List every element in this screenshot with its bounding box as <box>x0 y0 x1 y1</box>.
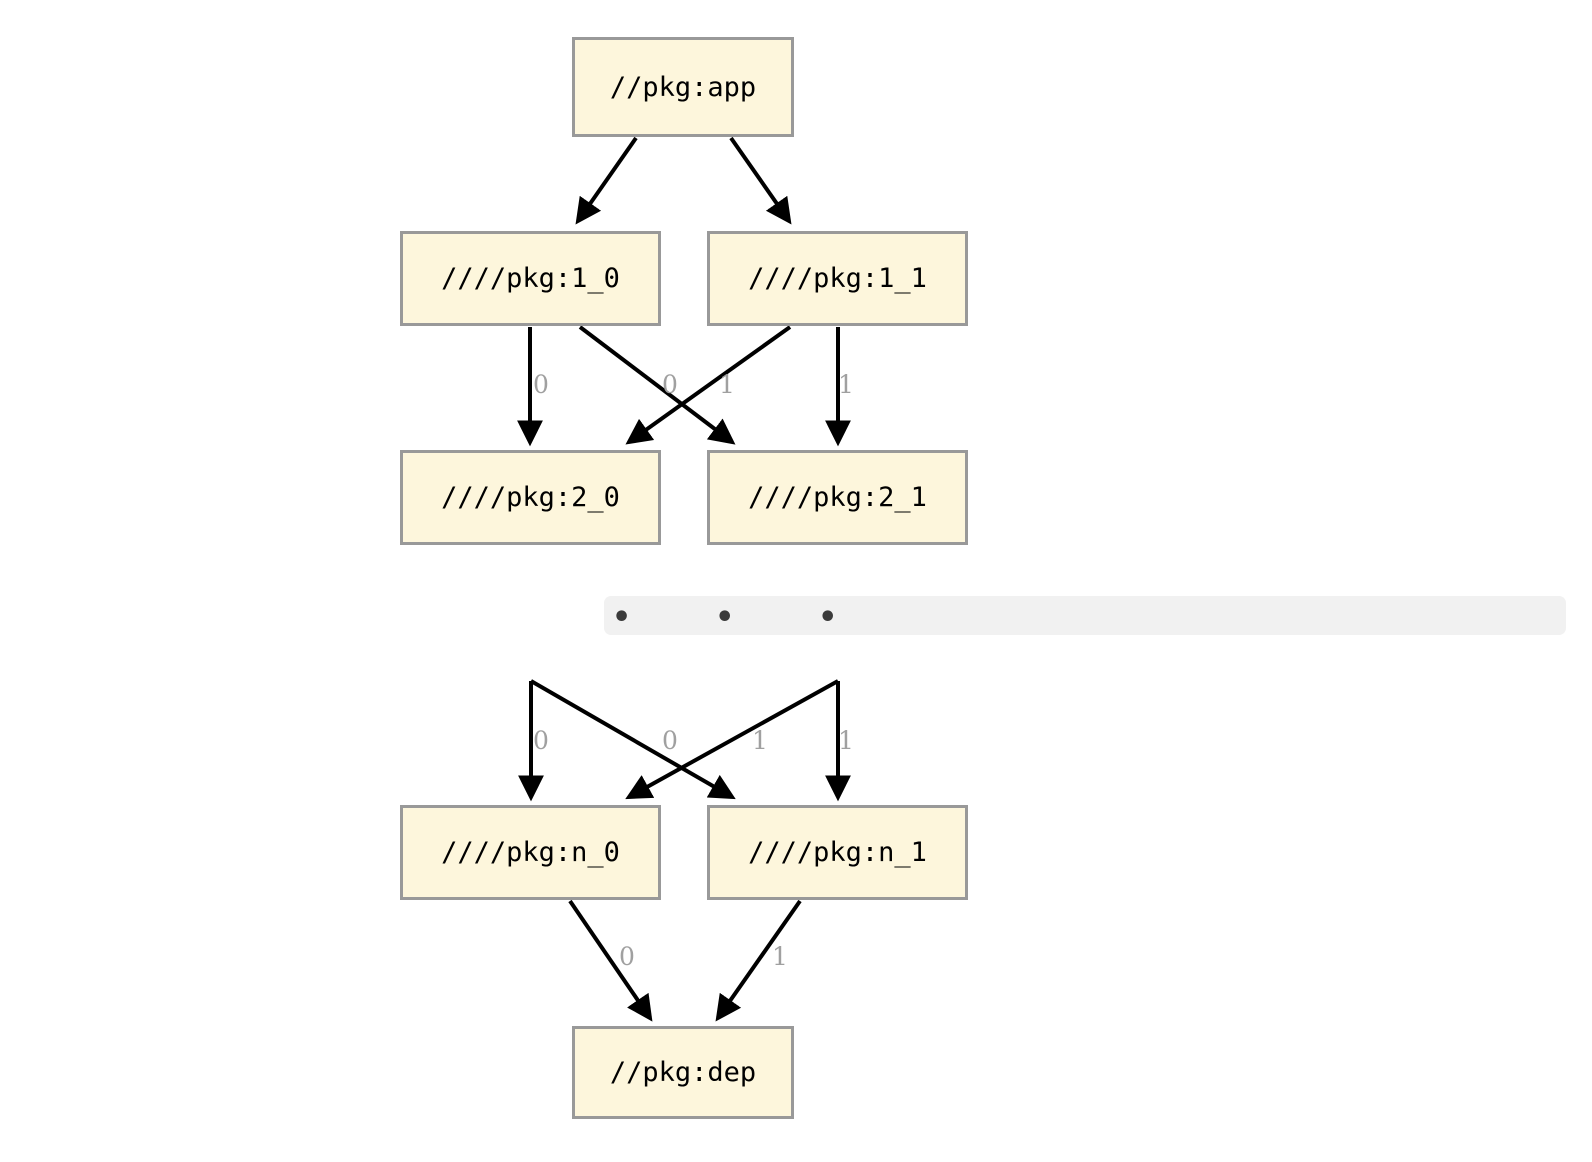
node-pkg-1_0[interactable]: ////pkg:1_0 <box>400 231 661 326</box>
collapsed-levels-band: • • • <box>604 596 1566 635</box>
edge-1_0-to-2_1 <box>578 325 736 445</box>
edge-label-1_1-2_0: 1 <box>719 370 735 399</box>
edge-label-1_1-2_1: 1 <box>838 370 854 399</box>
edge-label-n_1-dep: 1 <box>772 942 788 971</box>
edge-label-omitted-cross-n_0: 1 <box>752 726 768 755</box>
node-app-label: //pkg:app <box>609 71 757 103</box>
edge-omitted-to-n_1 <box>530 679 736 800</box>
edge-n_0-to-dep <box>568 899 653 1022</box>
node-pkg-n_0-label: ////pkg:n_0 <box>441 837 620 868</box>
edge-label-n_0-dep: 0 <box>619 942 635 971</box>
node-pkg-1_1[interactable]: ////pkg:1_1 <box>707 231 968 326</box>
node-pkg-n_0[interactable]: ////pkg:n_0 <box>400 805 661 900</box>
node-app[interactable]: //pkg:app <box>572 37 794 137</box>
edge-label-omitted-n_0: 0 <box>533 726 549 755</box>
edge-label-omitted-n_1: 0 <box>662 726 678 755</box>
edge-app-to-1_0 <box>575 136 638 225</box>
ellipsis-icon: • • • <box>612 600 859 635</box>
edge-app-to-1_1 <box>729 136 792 225</box>
node-pkg-1_0-label: ////pkg:1_0 <box>441 263 620 294</box>
node-pkg-1_1-label: ////pkg:1_1 <box>748 263 927 294</box>
node-dep[interactable]: //pkg:dep <box>572 1026 794 1119</box>
node-pkg-2_1[interactable]: ////pkg:2_1 <box>707 450 968 545</box>
edge-label-omitted-cross-n_1: 1 <box>838 726 854 755</box>
node-dep-label: //pkg:dep <box>609 1057 757 1088</box>
node-pkg-2_0-label: ////pkg:2_0 <box>441 482 620 513</box>
node-pkg-n_1[interactable]: ////pkg:n_1 <box>707 805 968 900</box>
edge-omitted-cross-to-n_0 <box>625 679 839 800</box>
node-pkg-2_1-label: ////pkg:2_1 <box>748 482 927 513</box>
edge-label-1_0-2_0: 0 <box>533 370 549 399</box>
node-pkg-2_0[interactable]: ////pkg:2_0 <box>400 450 661 545</box>
edge-1_1-to-2_0 <box>625 325 792 445</box>
edge-n_1-to-dep <box>715 899 802 1022</box>
edge-label-1_0-2_1: 0 <box>662 370 678 399</box>
node-pkg-n_1-label: ////pkg:n_1 <box>748 837 927 868</box>
